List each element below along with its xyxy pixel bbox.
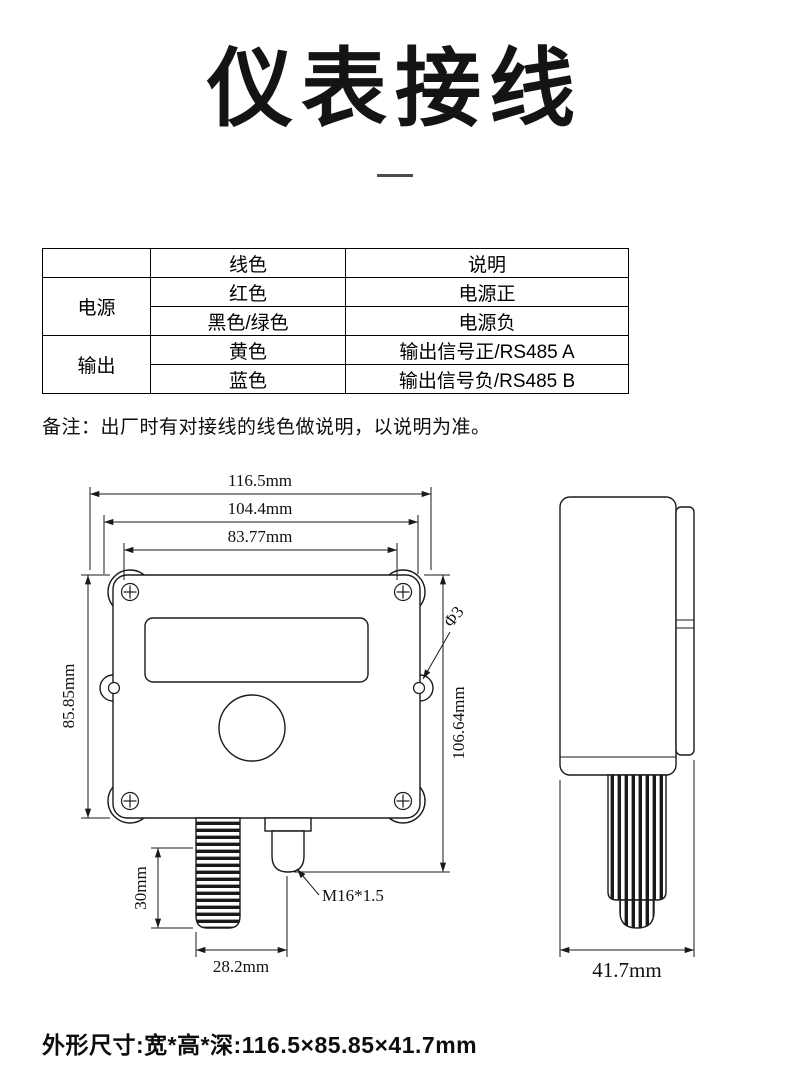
wire-color-cell: 黑色/绿色 [150,306,346,336]
front-view [99,569,434,929]
wire-color-cell: 红色 [150,277,346,307]
dim-probe-offset-label: 28.2mm [213,957,269,976]
group-label-power: 电源 [42,277,151,336]
corner-screw-icon [120,582,413,811]
dimension-lines [81,487,695,957]
enclosure-body [112,574,421,819]
dim-inner-width-label: 83.77mm [228,527,293,546]
header-empty-cell [42,248,151,278]
title-underline [377,174,413,177]
dim-gland-thread-label: M16*1.5 [322,886,384,905]
header-description: 说明 [345,248,629,278]
dim-hole-diameter-label: Φ3 [440,603,468,631]
mount-flange-side [675,506,695,756]
table-row-output-2: 蓝色 输出信号负/RS485 B [43,364,629,394]
dim-depth-label: 41.7mm [592,958,661,982]
dim-body-height-label: 85.85mm [59,664,78,729]
mount-hole-right [412,681,426,695]
wire-color-cell: 蓝色 [150,364,346,394]
table-header-row: 线色 说明 [42,248,629,278]
dim-overall-height-label: 106.64mm [449,686,468,759]
enclosure-side [559,496,677,776]
wire-color-cell: 黄色 [150,335,346,365]
mount-hole-left [107,681,121,695]
header-wire-color: 线色 [150,248,346,278]
dimension-drawing: 116.5mm 104.4mm 83.77mm 85.85mm 106.64mm… [59,471,695,982]
sensor-probe-front [195,817,241,929]
group-label-output: 输出 [42,335,151,394]
table-row-power-2: 黑色/绿色 电源负 [43,306,629,336]
wire-desc-cell: 输出信号负/RS485 B [345,364,629,394]
wire-desc-cell: 电源正 [345,277,629,307]
table-row-output-1: 输出 黄色 输出信号正/RS485 A [42,335,629,394]
cable-gland [264,817,312,873]
dim-probe-length-label: 30mm [131,866,150,909]
wire-desc-cell: 电源负 [345,306,629,336]
wiring-table: 线色 说明 电源 红色 电源正 黑色/绿色 电源负 输出 黄色 输出信号正/RS… [42,248,629,394]
probe-cap-side [619,899,655,929]
display-window [144,617,369,683]
dim-overall-width-label: 116.5mm [228,471,292,490]
dimension-labels: 116.5mm 104.4mm 83.77mm 85.85mm 106.64mm… [59,471,662,982]
note-text: 备注：出厂时有对接线的线色做说明，以说明为准。 [42,417,491,438]
sensor-opening [218,694,286,762]
table-row-power-1: 电源 红色 电源正 [42,277,629,336]
sensor-probe-side [607,774,667,901]
overall-size-text: 外形尺寸:宽*高*深:116.5×85.85×41.7mm [42,1032,478,1058]
wire-desc-cell: 输出信号正/RS485 A [345,335,629,365]
side-view [559,496,695,929]
dim-mount-width-label: 104.4mm [228,499,293,518]
page-title: 仪表接线 [207,41,583,137]
